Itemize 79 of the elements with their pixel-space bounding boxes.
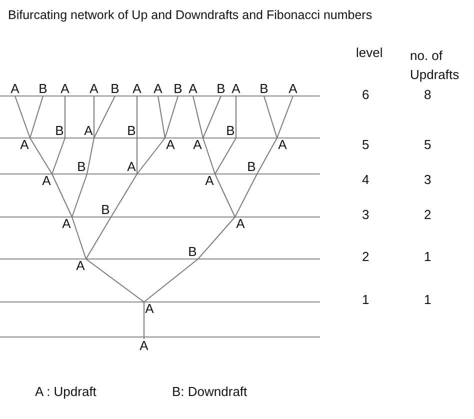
node-letter: A [152,82,164,96]
node-letter: A [230,82,242,96]
node-letter: A [204,174,215,188]
branch-line [30,96,44,138]
branch-line [72,174,88,218]
node-letter: B [187,245,198,259]
updraft-count: 1 [424,250,432,264]
column-header: no. of Updrafts [410,47,460,84]
node-letter: B [76,160,87,174]
node-letter: A [83,124,94,138]
branch-line [192,96,204,138]
legend-text: B: Downdraft [172,385,248,399]
branch-line [214,138,236,174]
branch-line [14,96,30,138]
diagram-title: Bifurcating network of Up and Downdrafts and Fibonacci numbers [8,8,372,22]
updraft-count: 3 [424,173,432,187]
branch-line [52,138,66,174]
node-letter: A [288,82,298,96]
node-letter: A [19,138,30,152]
node-letter: B [110,82,120,96]
branch-line [202,96,222,138]
node-letter: A [188,82,198,96]
level-number: 4 [362,173,370,187]
column-header: level [356,46,383,60]
updraft-count: 5 [424,138,432,152]
branch-line [234,174,258,218]
branch-line [72,216,86,260]
node-letter: A [60,82,70,96]
node-letter: B [126,124,137,138]
branch-line [110,174,138,218]
level-number: 2 [362,250,370,264]
node-letter: B [38,82,48,96]
branch-line [136,96,138,138]
branch-line [86,258,144,302]
branch-line [94,96,116,138]
level-number: 3 [362,208,370,222]
branch-line [164,96,178,138]
branch-line [52,174,72,218]
branch-line [198,216,236,260]
updraft-count: 8 [424,88,432,102]
updraft-count: 1 [424,293,432,307]
branch-line [256,138,278,174]
node-letter: B [54,124,65,138]
node-letter: A [88,82,100,96]
node-letter: A [41,174,52,188]
branch-line [30,138,52,174]
node-letter: A [75,259,86,273]
node-letter: B [225,124,236,138]
branch-line [264,96,278,138]
node-letter: A [138,339,150,353]
node-letter: A [61,217,72,231]
branch-line [86,216,112,260]
node-letter: B [246,160,257,174]
node-letter: A [277,138,288,152]
node-letter: A [144,302,155,316]
branch-line [276,96,294,138]
level-number: 6 [362,88,370,102]
node-letter: A [10,82,20,96]
level-number: 5 [362,138,370,152]
branch-line [158,96,166,138]
branch-line [214,174,236,218]
node-letter: A [126,160,137,174]
branch-line [136,138,138,174]
node-letter: A [192,138,203,152]
node-letter: B [172,82,184,96]
branch-line [136,138,166,174]
branch-line [86,138,94,174]
level-number: 1 [362,293,370,307]
node-letter: A [132,82,142,96]
node-letter: A [165,138,176,152]
node-letter: A [235,217,246,231]
branch-line [144,258,198,302]
node-letter: B [100,203,111,217]
updraft-count: 2 [424,208,432,222]
branch-line [64,96,66,138]
branch-line [202,138,216,174]
node-letter: B [258,82,270,96]
legend-text: A : Updraft [35,385,96,399]
node-letter: B [216,82,226,96]
